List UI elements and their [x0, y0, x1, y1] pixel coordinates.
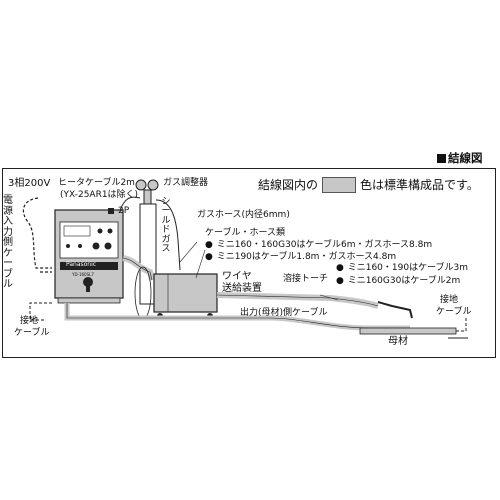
- legend-suffix: 色は標準構成品です。: [360, 178, 479, 192]
- shield-gas-label: シールドガス: [161, 197, 171, 255]
- wire-feeder-unit: [153, 273, 218, 319]
- gas-hose-line: [155, 199, 181, 271]
- welder-power-source: [54, 209, 124, 304]
- gas-hose-label: ガスホース(内径6mm): [197, 210, 290, 220]
- power-side-cable-label: 電源入力側ケーブル: [3, 195, 13, 290]
- cable-hose-title: ケーブル・ホース類: [205, 228, 286, 238]
- bullet-icon: ●: [336, 276, 344, 286]
- two-p-label: 2P: [118, 206, 130, 216]
- wire-feeder-label-1: ワイヤ: [222, 271, 252, 282]
- brand-label: Panasonic: [66, 261, 97, 268]
- cable-hose-item-2-text: ミニ190はケーブル1.8m・ガスホース4.8m: [216, 252, 397, 262]
- output-cable-label: 出力(母材)側ケーブル: [240, 308, 328, 318]
- gas-regulator-device: [135, 179, 159, 305]
- legend-prefix: 結線図内の: [258, 178, 319, 192]
- cable-hose-item-1: ● ミニ160・160G30はケーブル6m・ガスホース8.8m: [205, 240, 433, 251]
- ground-cable-right-label-1: 接地: [440, 295, 459, 305]
- heater-exception-label: (YX-25AR1は除く): [60, 190, 139, 200]
- power-label: 3相200V: [8, 178, 51, 189]
- diagram-title: 結線図: [437, 150, 483, 166]
- legend: 結線図内の 色は標準構成品です。: [258, 176, 479, 193]
- torch-item-1-text: ミニ160・190はケーブル3m: [347, 263, 469, 273]
- bullet-icon: ●: [336, 263, 344, 273]
- torch-item-2: ● ミニ160G30はケーブル2m: [336, 276, 461, 287]
- cable-hose-item-2: ● ミニ190はケーブル1.8m・ガスホース4.8m: [205, 252, 397, 263]
- leader-torch: [319, 294, 339, 301]
- legend-swatch: [322, 176, 357, 193]
- bullet-icon: ●: [205, 252, 213, 262]
- cable-hose-item-1-text: ミニ160・160G30はケーブル6m・ガスホース8.8m: [216, 240, 433, 250]
- model-label: YD-160SL7: [72, 272, 94, 277]
- two-p-plug: [108, 208, 114, 214]
- output-cable: [64, 303, 410, 331]
- base-metal-label: 母材: [388, 336, 408, 347]
- title-square-icon: [437, 153, 446, 163]
- title-text: 結線図: [448, 151, 483, 165]
- gas-regulator-label: ガス調整器: [163, 178, 209, 188]
- leader-gas-hose: [179, 241, 198, 263]
- wire-feeder-label-2: 送給装置: [222, 283, 262, 294]
- power-input-cable: [22, 197, 52, 269]
- cable-hose-bundle-outline: [122, 257, 153, 281]
- torch-cable: [216, 292, 379, 309]
- ground-cable-left-label-1: 接地: [20, 316, 39, 326]
- ground-cable-right: [456, 318, 467, 332]
- torch-item-2-text: ミニ160G30はケーブル2m: [347, 276, 461, 286]
- torch-item-1: ● ミニ160・190はケーブル3m: [336, 263, 469, 274]
- ground-cable-left-label-2: ケーブル: [14, 328, 50, 338]
- leader-cable-hose: [195, 249, 206, 279]
- ground-cable-right-label-2: ケーブル: [436, 307, 472, 317]
- welding-torch-head: [377, 301, 413, 319]
- heater-cable-label: ヒータケーブル2m: [58, 178, 135, 188]
- ground-cable-left: [29, 302, 52, 321]
- heater-cable: [119, 196, 141, 211]
- base-metal-plate: [359, 327, 457, 335]
- bullet-icon: ●: [205, 240, 213, 250]
- torch-label: 溶接トーチ: [283, 274, 329, 284]
